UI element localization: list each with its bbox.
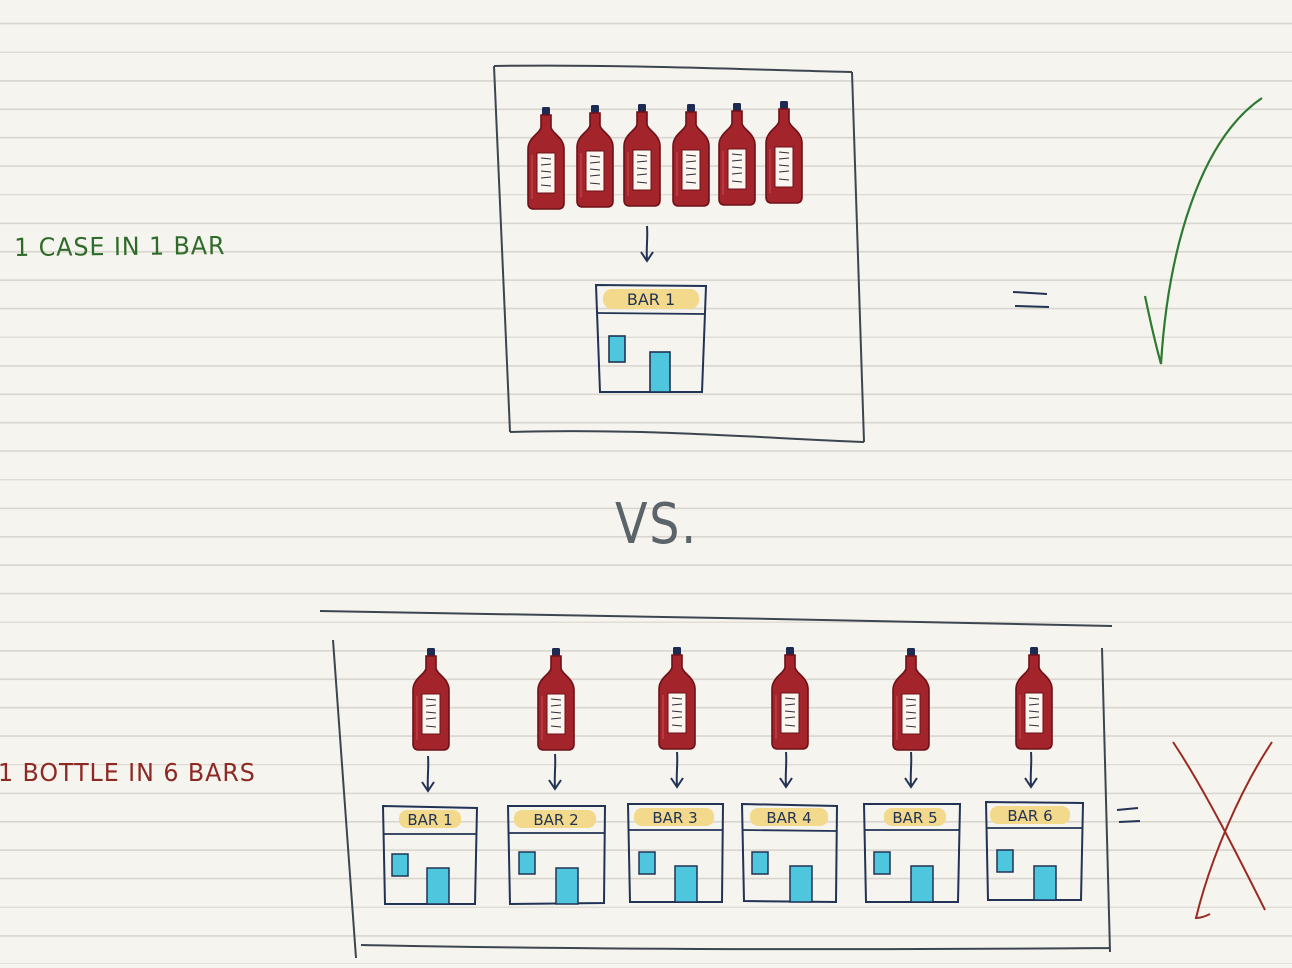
versus-label: VS. — [615, 492, 699, 557]
bottom-arrow-1 — [421, 755, 435, 792]
bar-1-label: BAR 1 — [407, 811, 452, 829]
bar-5-label: BAR 5 — [892, 809, 937, 827]
top-bottle-6 — [765, 100, 803, 204]
bottom-arrow-2 — [548, 753, 562, 790]
top-bar-building: BAR 1 — [594, 283, 708, 393]
bottom-bottle-2 — [537, 647, 575, 751]
top-bottle-1 — [527, 106, 565, 210]
bottom-arrow-4 — [779, 751, 793, 788]
bottom-bar-1: BAR 1 — [381, 804, 479, 905]
bottom-equals-sign — [1116, 807, 1141, 823]
bottom-bottle-group — [412, 646, 1053, 751]
top-scenario-frame — [493, 64, 865, 443]
bottom-arrow-group — [421, 751, 1038, 792]
bottom-bar-3: BAR 3 — [626, 803, 725, 903]
bottom-arrow-6 — [1024, 751, 1038, 788]
bottom-arrow-3 — [670, 751, 684, 788]
bar-4-label: BAR 4 — [766, 809, 811, 827]
top-equals-sign — [1012, 291, 1050, 308]
bottom-bar-6: BAR 6 — [984, 800, 1085, 901]
top-bar-label: BAR 1 — [627, 290, 675, 309]
bar-2-label: BAR 2 — [533, 811, 578, 829]
top-bottle-3 — [623, 103, 661, 207]
bottom-scenario-frame — [319, 610, 1113, 959]
bottom-bar-4: BAR 4 — [740, 802, 839, 904]
bottom-bottle-1 — [412, 647, 450, 751]
bottom-bar-2: BAR 2 — [506, 805, 607, 906]
check-mark-icon — [1143, 97, 1263, 365]
top-bottle-group — [527, 100, 803, 210]
bottom-bar-5: BAR 5 — [862, 803, 962, 903]
bottom-bottle-3 — [658, 646, 696, 750]
top-bottle-5 — [718, 102, 756, 206]
top-bottle-4 — [672, 103, 710, 207]
top-bottle-2 — [576, 104, 614, 208]
bar-3-label: BAR 3 — [652, 809, 697, 827]
top-arrow — [640, 225, 654, 262]
caption-one-bottle-six-bars: 1 BOTTLE IN 6 BARS — [0, 758, 256, 787]
bottom-bottle-4 — [771, 646, 809, 750]
bottom-bottle-6 — [1015, 646, 1053, 750]
bottom-arrow-5 — [904, 751, 918, 788]
bar-6-label: BAR 6 — [1007, 807, 1052, 825]
bottom-bottle-5 — [892, 647, 930, 751]
x-mark-icon — [1172, 741, 1273, 920]
